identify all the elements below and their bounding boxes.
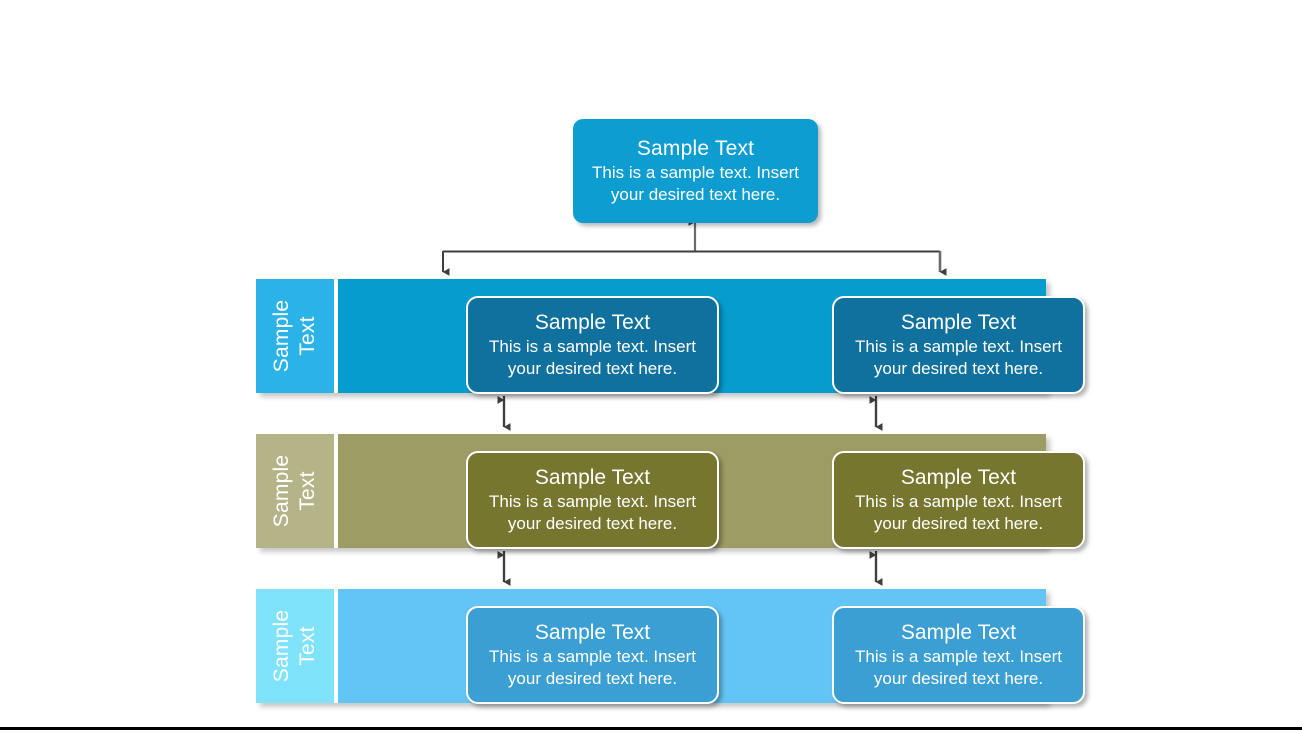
swimlane-row-1-box-right[interactable]: Sample Text This is a sample text. Inser…: [832, 296, 1085, 394]
swimlane-row-1-box-right-title: Sample Text: [900, 311, 1017, 334]
top-node-card[interactable]: Sample Text This is a sample text. Inser…: [573, 119, 818, 223]
swimlane-row-3-body: Sample Text This is a sample text. Inser…: [338, 589, 1085, 704]
swimlane-row-1-label-line2: Text: [296, 316, 319, 356]
swimlane-row-1-label: Sample Text: [269, 281, 321, 391]
swimlane-row-3-box-left-title: Sample Text: [534, 621, 651, 644]
swimlane-row-2-label-line1: Sample: [270, 454, 293, 528]
swimlane-row-1-box-left-body: This is a sample text. Insert your desir…: [489, 337, 696, 378]
top-node-body: This is a sample text. Insert your desir…: [592, 163, 799, 204]
swimlane-row-3-divider: [334, 589, 338, 703]
swimlane-row-2-box-left[interactable]: Sample Text This is a sample text. Inser…: [466, 451, 719, 549]
swimlane-row-2-box-right[interactable]: Sample Text This is a sample text. Inser…: [832, 451, 1085, 549]
swimlane-row-3[interactable]: Sample Text Sample Text This is a sample…: [256, 589, 1085, 704]
swimlane-row-3-box-right[interactable]: Sample Text This is a sample text. Inser…: [832, 606, 1085, 704]
swimlane-row-1-tab[interactable]: Sample Text: [256, 279, 334, 393]
swimlane-row-2-body: Sample Text This is a sample text. Inser…: [338, 434, 1085, 549]
swimlane-row-1-label-line1: Sample: [270, 299, 293, 373]
swimlane-row-3-label: Sample Text: [269, 591, 321, 701]
swimlane-row-1[interactable]: Sample Text Sample Text This is a sample…: [256, 279, 1085, 394]
swimlane-row-2-label: Sample Text: [269, 436, 321, 546]
swimlane-row-2-box-left-title: Sample Text: [534, 466, 651, 489]
swimlane-row-2-box-right-body: This is a sample text. Insert your desir…: [855, 492, 1062, 533]
swimlane-row-2-label-line2: Text: [296, 471, 319, 511]
swimlane-row-3-box-left[interactable]: Sample Text This is a sample text. Inser…: [466, 606, 719, 704]
swimlane-row-1-divider: [334, 279, 338, 393]
swimlane-row-2-divider: [334, 434, 338, 548]
swimlane-row-1-body: Sample Text This is a sample text. Inser…: [338, 279, 1085, 394]
swimlane-row-3-box-left-body: This is a sample text. Insert your desir…: [489, 647, 696, 688]
swimlane-row-2-tab[interactable]: Sample Text: [256, 434, 334, 548]
connector-fork-to-lane-1: [442, 250, 947, 276]
swimlane-row-3-label-line1: Sample: [270, 609, 293, 683]
swimlane-row-3-label-line2: Text: [296, 626, 319, 666]
swimlane-row-1-box-left-title: Sample Text: [534, 311, 651, 334]
swimlane-row-2-box-left-body: This is a sample text. Insert your desir…: [489, 492, 696, 533]
swimlane-row-2[interactable]: Sample Text Sample Text This is a sample…: [256, 434, 1085, 549]
swimlane-row-1-box-right-body: This is a sample text. Insert your desir…: [855, 337, 1062, 378]
swimlane-row-3-box-right-title: Sample Text: [900, 621, 1017, 644]
swimlane-row-3-tab[interactable]: Sample Text: [256, 589, 334, 703]
top-node-title: Sample Text: [636, 137, 755, 160]
bottom-rule: [0, 727, 1302, 730]
swimlane-row-3-box-right-body: This is a sample text. Insert your desir…: [855, 647, 1062, 688]
swimlane-row-1-box-left[interactable]: Sample Text This is a sample text. Inser…: [466, 296, 719, 394]
swimlane-row-2-box-right-title: Sample Text: [900, 466, 1017, 489]
